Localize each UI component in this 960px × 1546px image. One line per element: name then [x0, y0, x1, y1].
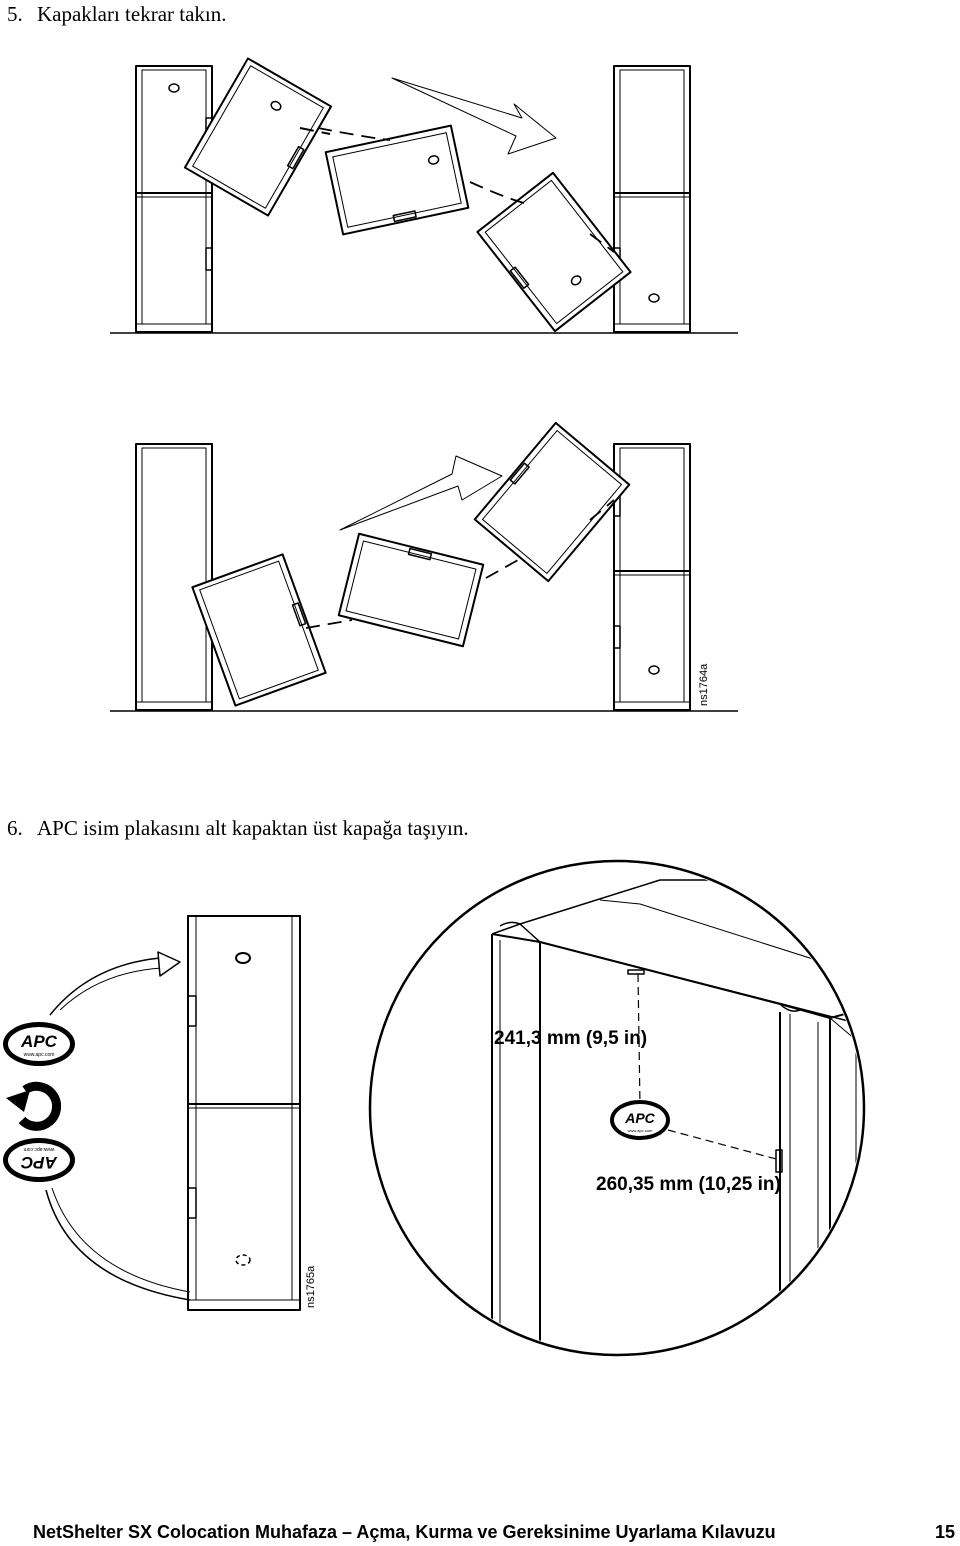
rotate-icon: [6, 1081, 62, 1131]
detail-contents: APC www.apc.com: [491, 879, 861, 1353]
step-number: 6.: [7, 816, 23, 840]
step-5: 5. Kapakları tekrar takın.: [7, 2, 227, 26]
step-text: Kapakları tekrar takın.: [37, 2, 227, 26]
door-tilted-2: [324, 124, 470, 236]
rack-left: [135, 65, 213, 333]
figure-id-1: ns1764a: [698, 663, 710, 706]
page-number: 15: [935, 1522, 956, 1542]
detail-magnifier: [368, 859, 866, 1357]
rack-right-doors: [613, 443, 691, 711]
step-6: 6. APC isim plakasını alt kapaktan üst ka…: [7, 816, 469, 840]
dimension-vertical: 241,3 mm (9,5 in): [494, 1028, 647, 1049]
step-number: 5.: [7, 2, 23, 26]
figure-door-removal-bottom: [110, 421, 738, 712]
rack-left-empty: [135, 443, 213, 711]
logo-url: www.apc.com: [24, 1052, 55, 1058]
door-tilted-1: [183, 57, 333, 217]
logo-text: APC: [20, 1032, 58, 1051]
door-tilted-5: [337, 532, 485, 648]
logo-text-inverted: APC: [20, 1153, 58, 1172]
logo-url-detail: www.apc.com: [628, 1128, 653, 1133]
apc-logo-inverted: APC www.apc.com: [3, 1138, 75, 1182]
step-text: APC isim plakasını alt kapaktan üst kapa…: [37, 816, 469, 840]
logo-text-detail: APC: [624, 1110, 655, 1126]
door-tilted-6: [473, 421, 631, 583]
door-tilted-4: [191, 553, 327, 707]
page-footer: NetShelter SX Colocation Muhafaza – Açma…: [33, 1522, 960, 1544]
footer-title: NetShelter SX Colocation Muhafaza – Açma…: [33, 1522, 776, 1542]
figure-door-removal-top: [110, 57, 738, 334]
apc-logo-upright: APC www.apc.com: [3, 1022, 75, 1066]
apc-nameplate-detail: APC www.apc.com: [610, 1100, 670, 1140]
rack-right: [613, 65, 691, 333]
dimension-horizontal: 260,35 mm (10,25 in): [596, 1174, 781, 1195]
rack-door-front: [187, 915, 301, 1311]
figure-nameplate: APC www.apc.com APC www.apc.com: [3, 859, 866, 1357]
logo-url-inverted: www.apc.com: [24, 1146, 55, 1152]
figure-id-2: ns1765a: [305, 1265, 317, 1308]
door-tilted-3: [476, 171, 632, 333]
